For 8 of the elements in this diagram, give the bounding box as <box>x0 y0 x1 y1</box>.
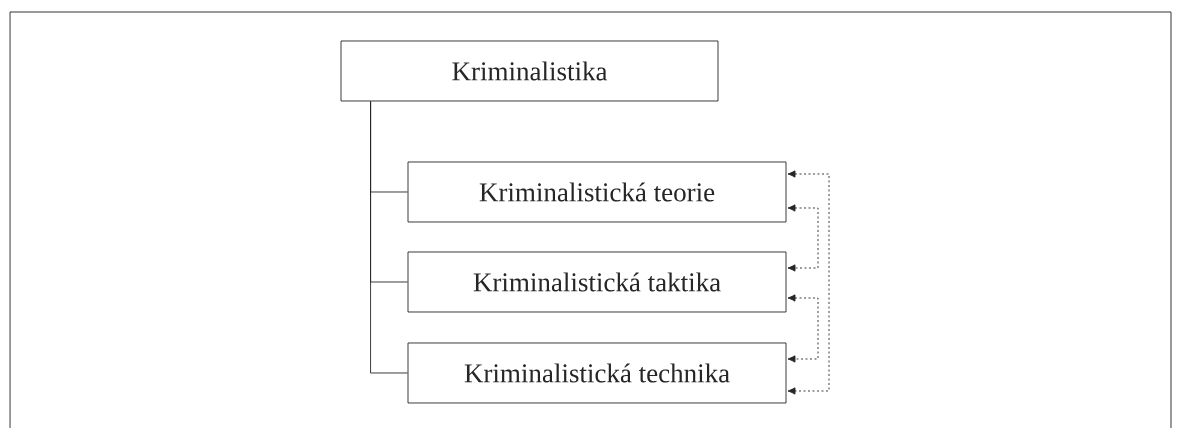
connector <box>787 170 830 395</box>
text-box: Kriminalistika <box>340 40 719 102</box>
text-box: Kriminalistická technika <box>407 342 787 404</box>
connector <box>787 204 819 272</box>
text-box: Kriminalistická taktika <box>407 251 787 313</box>
connector <box>370 101 408 374</box>
connector <box>787 294 819 363</box>
text-box: Kriminalistická teorie <box>407 161 787 223</box>
